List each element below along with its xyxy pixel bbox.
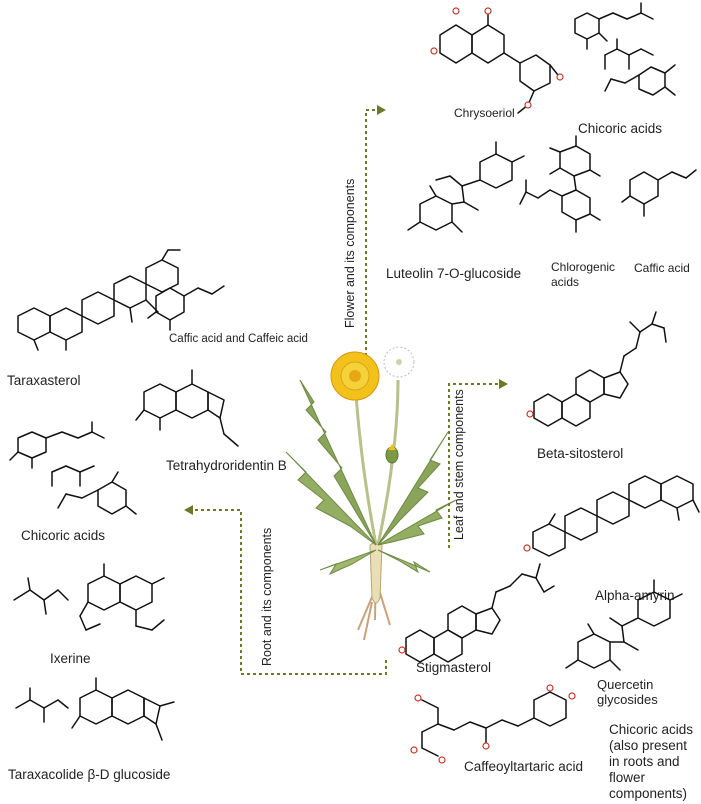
chlorogenic-acids-structure xyxy=(519,135,601,233)
arrow-to-root xyxy=(193,509,387,675)
quercetin-label: Quercetin glycosides xyxy=(597,677,658,707)
caffic-acid-structure-flower xyxy=(621,169,697,217)
chicoric-acids-structure-flower xyxy=(574,2,676,96)
arrow-to-leaf xyxy=(448,383,500,548)
arrow-head-root xyxy=(184,505,193,515)
quercetin-structure xyxy=(565,579,683,671)
stigmasterol-structure xyxy=(398,563,555,663)
beta-sitosterol-label: Beta-sitosterol xyxy=(537,446,624,461)
chrysoeriol-structure xyxy=(430,7,564,114)
ixerine-label: Ixerine xyxy=(50,651,91,666)
chicoric-acids-note: Chicoric acids (also present in roots an… xyxy=(609,722,694,801)
taraxasterol-label: Taraxasterol xyxy=(7,373,81,388)
caffeoyltartaric-label: Caffeoyltartaric acid xyxy=(464,759,584,774)
luteolin-label: Luteolin 7-O-glucoside xyxy=(386,266,522,281)
caffic-caffeic-label: Caffic acid and Caffeic acid xyxy=(169,333,308,345)
chicoric-acids-structure-root xyxy=(9,421,137,515)
caffeoyltartaric-structure xyxy=(410,684,576,764)
ixerine-structure xyxy=(13,563,165,631)
root-section-label: Root and its components xyxy=(260,527,274,666)
arrow-to-flower xyxy=(365,109,378,362)
arrow-head-leaf xyxy=(499,379,508,389)
chicoric-acids-label-root: Chicoric acids xyxy=(21,528,106,543)
dandelion-plant-illustration xyxy=(285,346,457,641)
stigmasterol-label: Stigmasterol xyxy=(416,660,492,675)
arrow-head-flower xyxy=(377,105,386,115)
chlorogenic-acids-label: Chlorogenic acids xyxy=(551,260,616,289)
tetrahydroridentin-label: Tetrahydroridentin B xyxy=(166,458,287,473)
chicoric-acids-label-flower: Chicoric acids xyxy=(578,121,663,136)
taraxacolide-label: Taraxacolide β-D glucoside xyxy=(8,767,171,782)
taraxacolide-structure xyxy=(15,677,175,741)
alpha-amyrin-structure xyxy=(523,475,700,557)
flower-section-label: Flower and its components xyxy=(343,178,357,328)
beta-sitosterol-structure xyxy=(526,311,667,427)
luteolin-structure xyxy=(407,141,525,233)
caffeic-acid-structure-root xyxy=(147,285,225,331)
tetrahydroridentin-structure xyxy=(135,369,239,447)
chrysoeriol-label: Chrysoeriol xyxy=(454,106,515,120)
caffic-acid-label-flower: Caffic acid xyxy=(634,261,690,275)
